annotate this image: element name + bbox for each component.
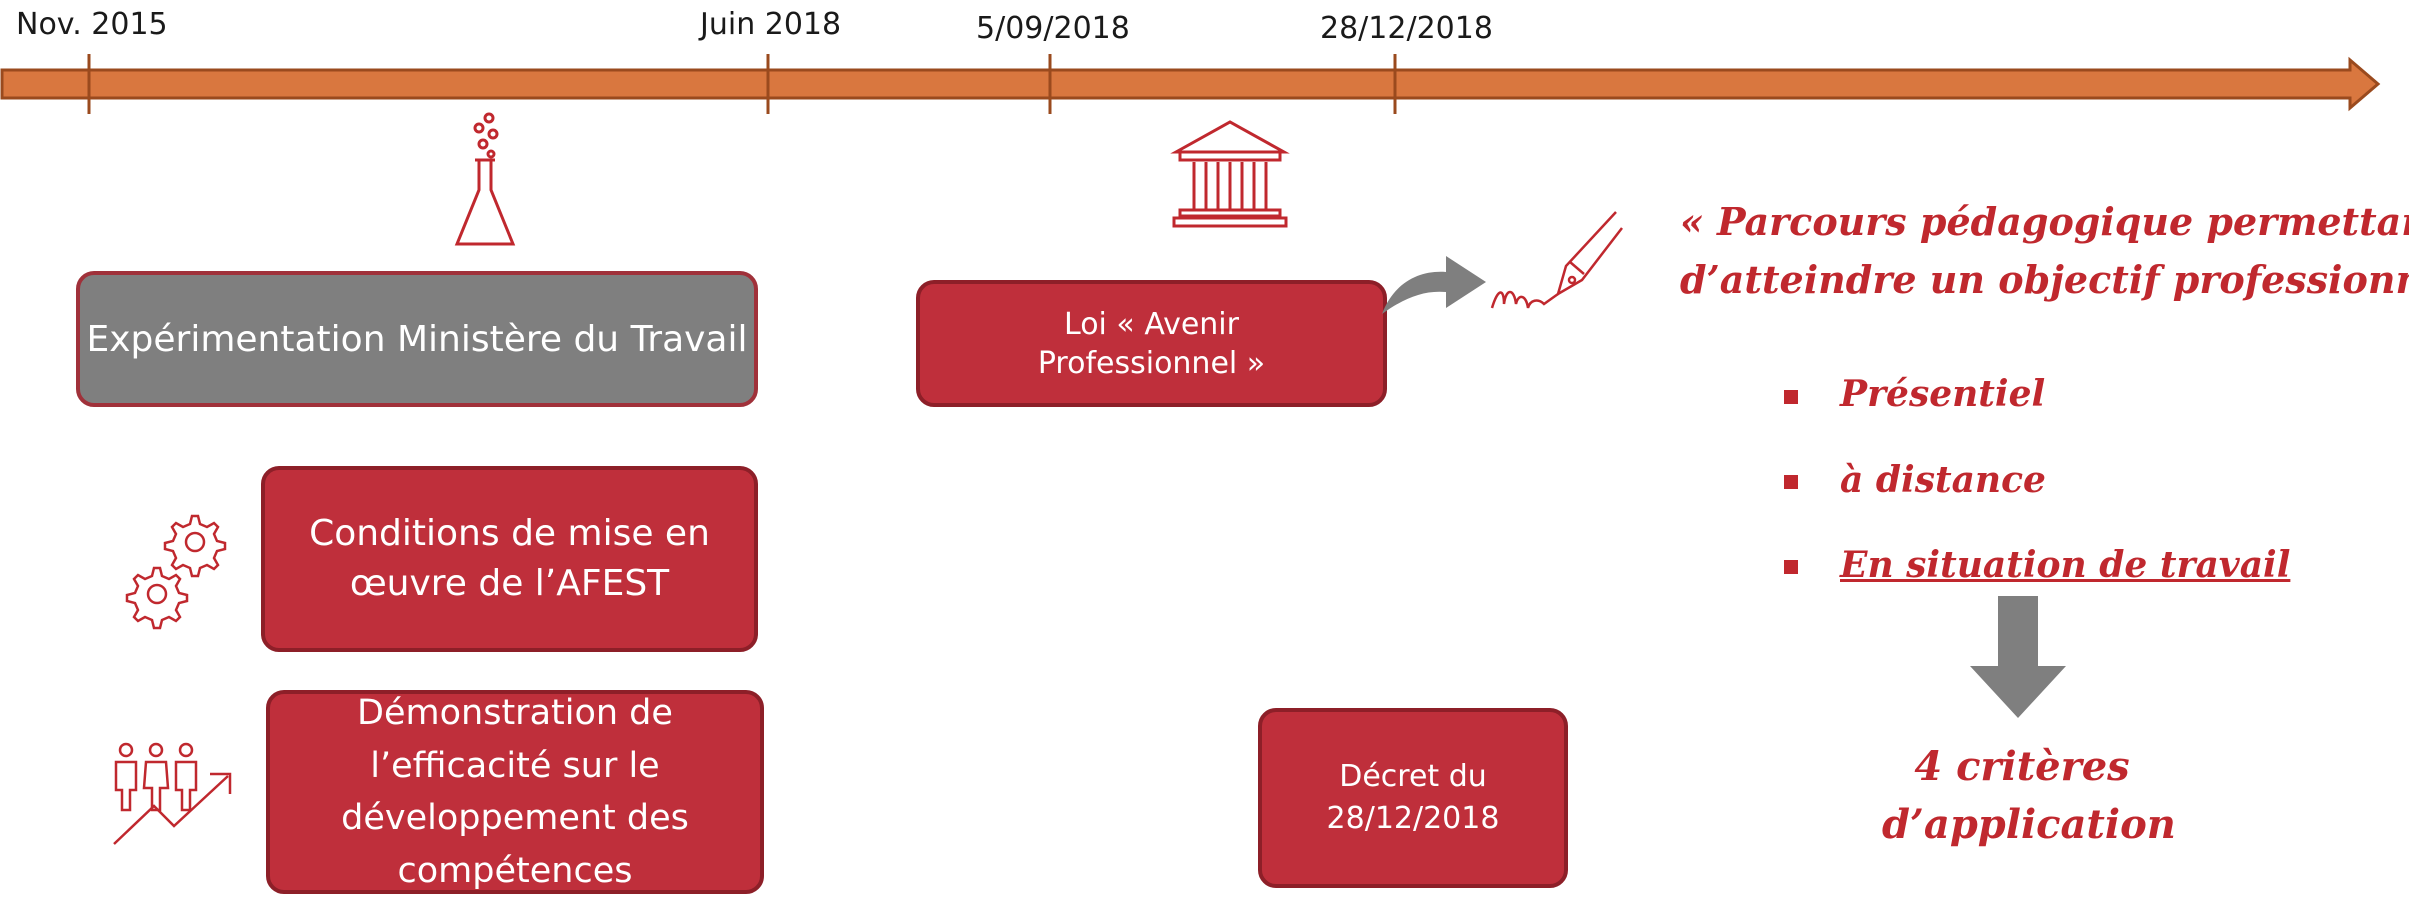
experimentation-label: Expérimentation Ministère du Travail <box>86 318 748 360</box>
pen-signature-icon <box>1490 211 1623 309</box>
institution-icon <box>1170 120 1290 228</box>
definition-quote-line2: d’atteindre un objectif professionnel » <box>1680 257 2409 302</box>
decret-label: Décret du 28/12/2018 <box>1326 759 1500 836</box>
criteria-line1: 4 critères <box>1914 743 2130 790</box>
conditions-box: Conditions de mise en œuvre de l’AFEST <box>261 466 758 652</box>
bullet-square <box>1784 475 1798 489</box>
curved-arrow-icon <box>1382 256 1486 314</box>
list-item-a-distance: à distance <box>1840 459 2046 501</box>
people-growth-icon <box>113 742 232 845</box>
tick-label-28-12-2018: 28/12/2018 <box>1320 11 1493 46</box>
tick-label-juin-2018: Juin 2018 <box>700 7 842 42</box>
demonstration-label: Démonstration de l’efficacité sur le dév… <box>341 693 689 891</box>
tick-label-nov-2015: Nov. 2015 <box>16 7 168 42</box>
timeline-arrow <box>0 54 2381 114</box>
bullet-square <box>1784 560 1798 574</box>
experimentation-box: Expérimentation Ministère du Travail <box>76 271 758 407</box>
conditions-label: Conditions de mise en œuvre de l’AFEST <box>309 512 710 604</box>
decret-box: Décret du 28/12/2018 <box>1258 708 1568 888</box>
down-arrow-icon <box>1970 596 2066 718</box>
criteria-line2: d’application <box>1882 801 2176 848</box>
definition-quote-line1: « Parcours pédagogique permettant <box>1680 199 2409 244</box>
tick-label-5-09-2018: 5/09/2018 <box>976 11 1130 46</box>
list-item-en-situation-de-travail: En situation de travail <box>1840 544 2291 586</box>
flask-icon <box>454 112 516 246</box>
gears-icon <box>125 514 227 630</box>
loi-avenir-box: Loi « Avenir Professionnel » <box>916 280 1387 407</box>
list-item-presentiel: Présentiel <box>1840 373 2046 415</box>
bullet-square <box>1784 390 1798 404</box>
loi-avenir-label: Loi « Avenir Professionnel » <box>1037 306 1266 381</box>
demonstration-box: Démonstration de l’efficacité sur le dév… <box>266 690 764 894</box>
